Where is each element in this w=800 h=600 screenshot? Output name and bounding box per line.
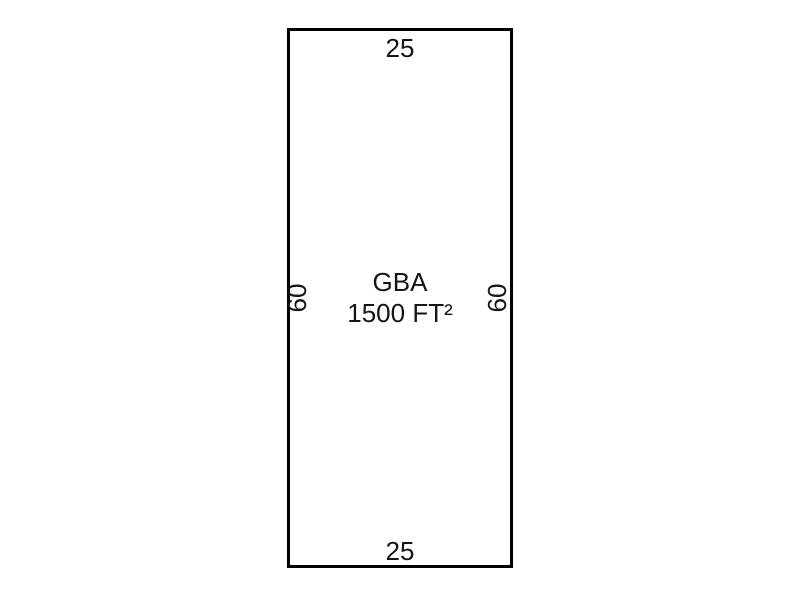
dimension-label-left: 60 xyxy=(282,283,312,313)
building-outline xyxy=(287,28,513,568)
area-label: GBA xyxy=(372,267,428,297)
area-annotation: GBA 1500 FT² xyxy=(347,267,453,329)
dimension-label-top: 25 xyxy=(385,33,415,63)
dimension-label-bottom: 25 xyxy=(385,536,415,566)
area-value: 1500 FT² xyxy=(347,298,453,328)
dimension-label-right: 60 xyxy=(482,283,512,313)
